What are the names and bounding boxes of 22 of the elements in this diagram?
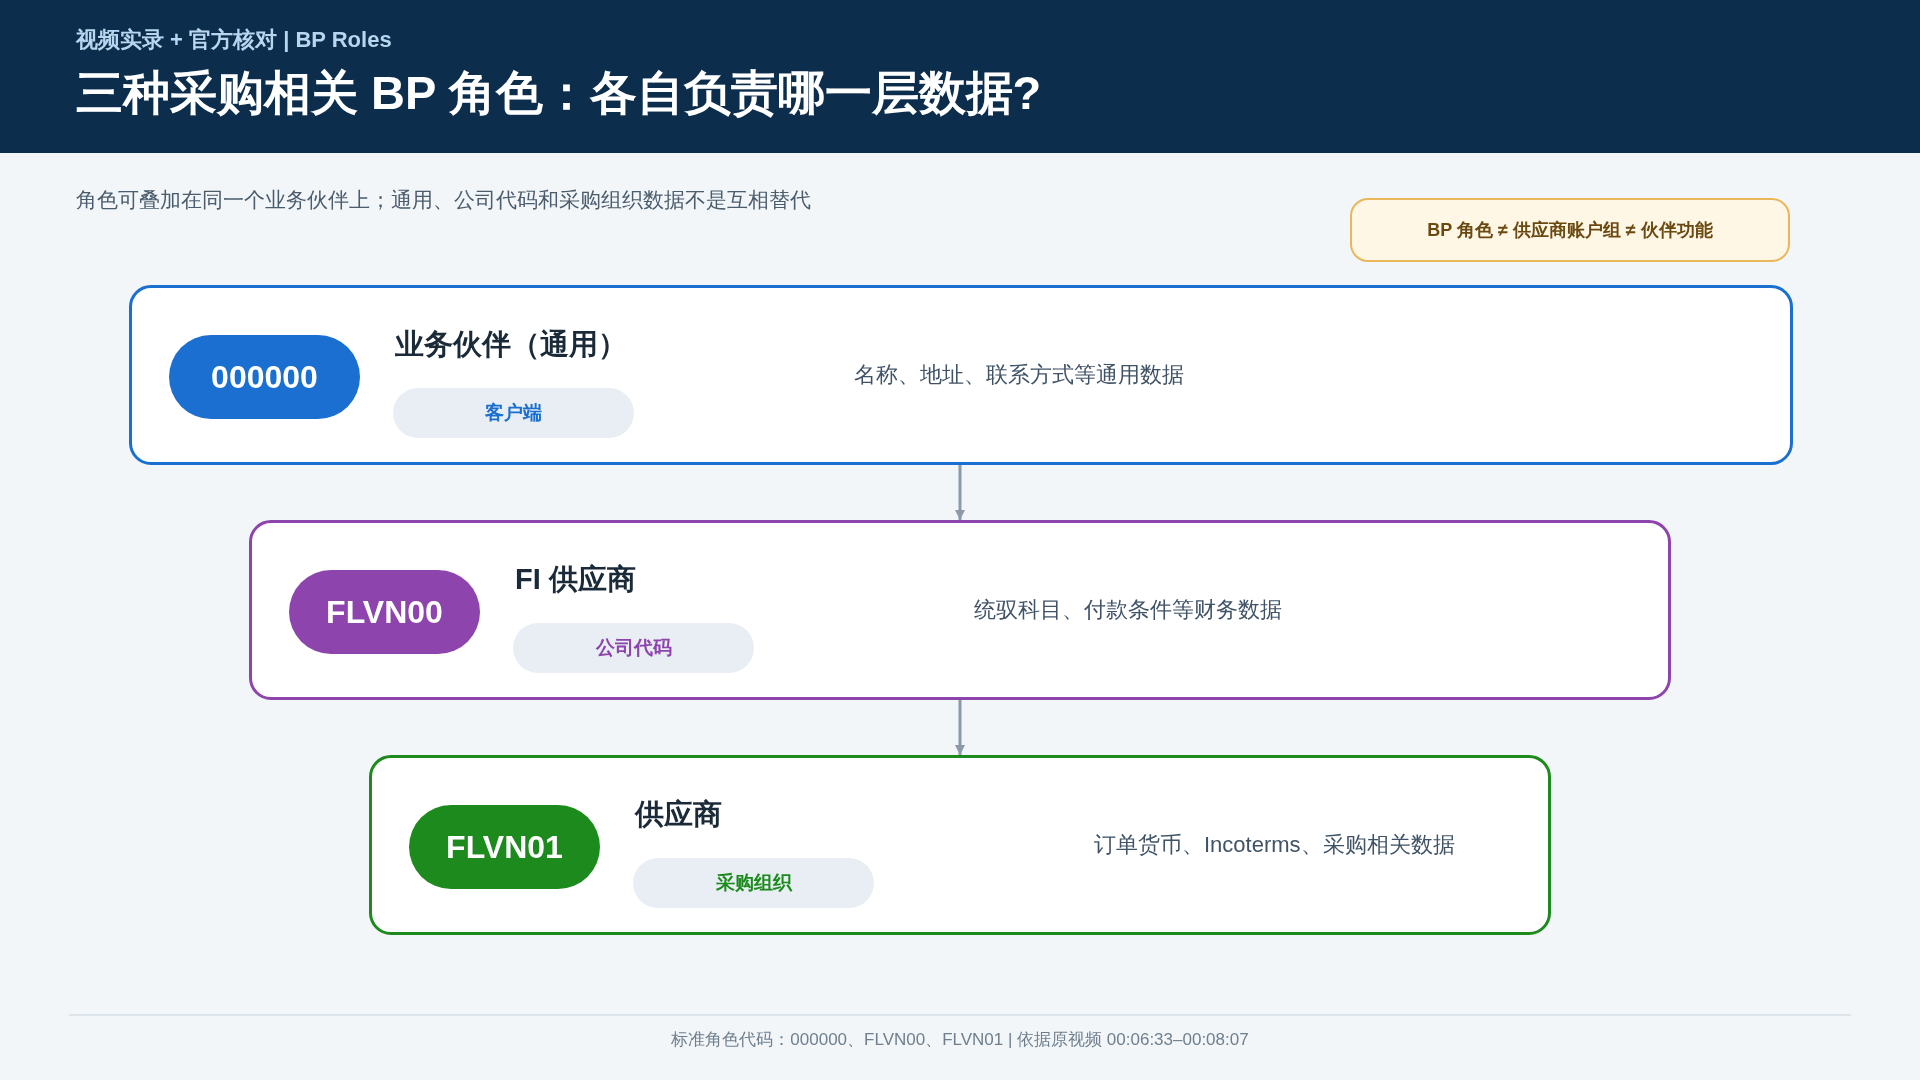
data-level-tag: 公司代码 (513, 623, 754, 673)
role-card (249, 520, 1671, 700)
page-title: 三种采购相关 BP 角色：各自负责哪一层数据? (76, 65, 1042, 121)
role-code-badge: FLVN01 (409, 805, 600, 889)
data-level-tag: 客户端 (393, 388, 634, 438)
role-title: 供应商 (635, 797, 722, 832)
role-card (369, 755, 1551, 935)
role-code-badge: FLVN00 (289, 570, 480, 654)
arrow (955, 465, 965, 520)
role-card (129, 285, 1793, 465)
data-description: 统驭科目、付款条件等财务数据 (974, 596, 1282, 624)
role-title: 业务伙伴（通用） (395, 327, 627, 362)
arrow (955, 700, 965, 755)
data-level-tag: 采购组织 (633, 858, 874, 908)
role-code-badge: 000000 (169, 335, 360, 419)
data-description: 名称、地址、联系方式等通用数据 (854, 361, 1184, 389)
footer-note: 标准角色代码：000000、FLVN00、FLVN01 | 依据原视频 00:06:33–00:08:07 (671, 1030, 1249, 1049)
intro-text: 角色可叠加在同一个业务伙伴上；通用、公司代码和采购组织数据不是互相替代 (76, 187, 811, 213)
header-subtitle: 视频实录 + 官方核对 | BP Roles (76, 26, 392, 54)
role-title: FI 供应商 (515, 562, 636, 597)
data-description: 订单货币、Incoterms、采购相关数据 (1094, 831, 1455, 859)
note-box: BP 角色 ≠ 供应商账户组 ≠ 伙伴功能 (1350, 198, 1790, 262)
